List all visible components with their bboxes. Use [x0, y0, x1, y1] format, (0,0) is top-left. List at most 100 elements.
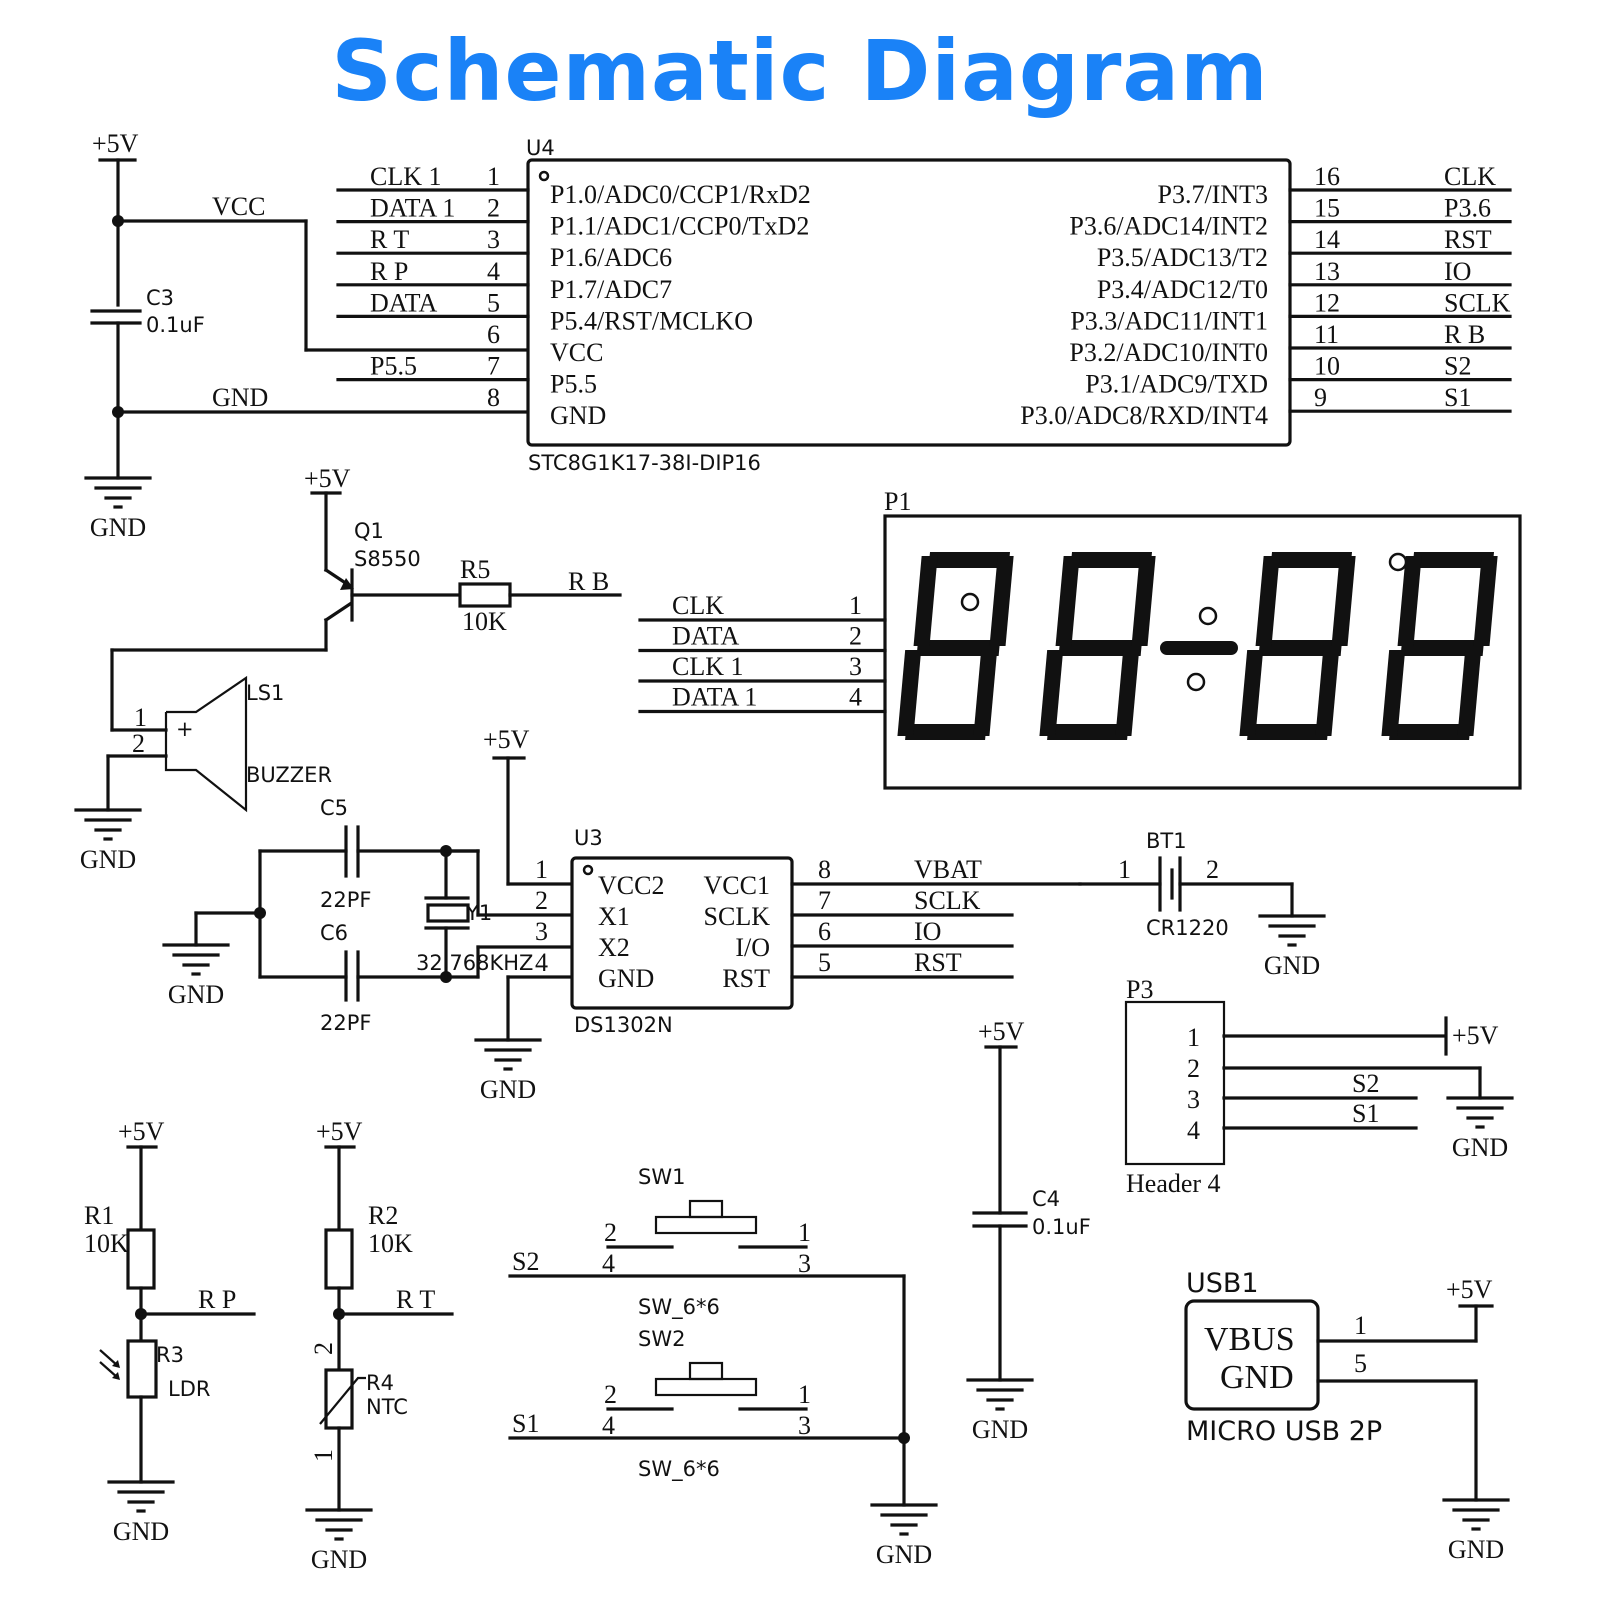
p3-pin-number: 3 [1187, 1085, 1200, 1114]
p3-net-s1: S1 [1352, 1099, 1379, 1128]
colon-dot [1198, 606, 1218, 626]
y1-crystal [426, 903, 470, 923]
segment [897, 650, 922, 736]
switch-body [654, 1215, 758, 1235]
u3-pin-number: 4 [535, 948, 548, 977]
r2-body [324, 1228, 354, 1290]
vcc-label: +5V [118, 1117, 165, 1146]
switch-ref: SW2 [638, 1327, 685, 1351]
ldr-divider: +5V R1 10K R P R3 LDR GND [84, 1117, 256, 1546]
gnd-label: GND [876, 1540, 932, 1569]
switch-ref: SW1 [638, 1165, 685, 1189]
gnd-net-label: GND [212, 383, 268, 412]
u3-net-label: VBAT [914, 855, 982, 884]
u4-pin-number: 12 [1314, 288, 1340, 317]
u4-body [526, 158, 1292, 447]
segment [1247, 724, 1329, 740]
u3-net-label: SCLK [914, 886, 981, 915]
u4-pin-number: 11 [1314, 320, 1339, 349]
ground-symbol: GND [74, 808, 142, 874]
segment [1115, 650, 1140, 736]
usb1-pin5: 5 [1354, 1349, 1367, 1378]
c3-value: 0.1uF [146, 313, 205, 337]
junction-dot [898, 1432, 910, 1444]
p3-body [1124, 1000, 1226, 1166]
u3-ref: U3 [574, 826, 603, 850]
u3-pin-number: 3 [535, 917, 548, 946]
u4-pin-name: P1.7/ADC7 [550, 275, 672, 304]
u4-pin-number: 9 [1314, 383, 1327, 412]
u4-pin-name: P3.5/ADC13/T2 [1097, 243, 1268, 272]
u3-pin-name: SCLK [704, 902, 771, 931]
ground-symbol: GND [305, 1508, 373, 1574]
u4-pin-name: P3.6/ADC14/INT2 [1069, 212, 1268, 241]
u4-pin-number: 14 [1314, 225, 1340, 254]
p1-net-label: DATA [672, 622, 739, 651]
p1-net-label: DATA 1 [672, 683, 757, 712]
r3-body [126, 1339, 158, 1399]
u4-net-label: CLK [1444, 162, 1496, 191]
segment [1055, 556, 1080, 646]
gnd-label: GND [168, 980, 224, 1009]
switch-pin: 3 [798, 1249, 811, 1278]
ground-symbol: GND [474, 1038, 542, 1104]
segment [1270, 552, 1352, 568]
r5-body [458, 582, 512, 608]
usb1-pin-name-gnd: GND [1220, 1359, 1294, 1396]
junction-dot [254, 907, 266, 919]
segment [1412, 552, 1494, 568]
segment [1381, 650, 1406, 736]
p3-pin-number: 4 [1187, 1116, 1200, 1145]
ls1-pin1: 1 [134, 703, 147, 732]
r3-part: LDR [168, 1377, 210, 1401]
segment [1239, 650, 1264, 736]
u3-pin-name: VCC2 [598, 871, 664, 900]
u4-pin-name: P3.0/ADC8/RXD/INT4 [1020, 401, 1268, 430]
seven-segment-digit [1239, 552, 1356, 740]
u3-pin-name: VCC1 [704, 871, 770, 900]
ground-symbol: GND [107, 1480, 175, 1546]
segment [1315, 650, 1340, 736]
u4-pin-name: VCC [550, 338, 603, 367]
p3-ref: P3 [1126, 975, 1153, 1004]
segment [1473, 556, 1498, 646]
sw1-net: S2 [512, 1247, 539, 1276]
u3-pin-number: 7 [818, 886, 831, 915]
r4-ref: R4 [366, 1371, 394, 1395]
r1-value: 10K [84, 1229, 129, 1258]
segment [1457, 650, 1482, 736]
u4-net-label: DATA 1 [370, 194, 455, 223]
ntc-divider: +5V R2 10K R T R4 NTC 2 1 GND [305, 1117, 454, 1574]
u4-pin-number: 7 [487, 352, 500, 381]
u4-pin-name: P1.6/ADC6 [550, 243, 672, 272]
switch-button [688, 1199, 724, 1219]
ground-symbol: GND [966, 1378, 1034, 1444]
light-arrows-icon [99, 1349, 120, 1380]
u3-pin-number: 6 [818, 917, 831, 946]
ground-symbol: GND [1446, 1096, 1514, 1162]
bt1-pin2: 2 [1206, 855, 1219, 884]
c5-ref: C5 [320, 796, 348, 820]
seven-segment-digit [1039, 552, 1156, 740]
p3-pin-number: 1 [1187, 1023, 1200, 1052]
colon-bar [1160, 641, 1238, 655]
c6-ref: C6 [320, 921, 348, 945]
vcc-label: +5V [978, 1017, 1025, 1046]
u3-pin-name: X1 [598, 902, 630, 931]
p3-part: Header 4 [1126, 1169, 1221, 1198]
u4-pin-number: 3 [487, 225, 500, 254]
p3-net-s2: S2 [1352, 1069, 1379, 1098]
vcc-label: +5V [483, 725, 530, 754]
q1-part: S8550 [354, 547, 421, 571]
vcc-label: +5V [304, 464, 351, 493]
c4-ref: C4 [1032, 1187, 1060, 1211]
c3-power-section: +5V C3 0.1uF VCC GND GND [84, 129, 530, 542]
u4-pin-number: 2 [487, 194, 500, 223]
y1-value: 32.768KHZ [416, 951, 533, 975]
segment [1047, 724, 1129, 740]
gnd-label: GND [1452, 1133, 1508, 1162]
usb1-ref: USB1 [1186, 1268, 1259, 1299]
